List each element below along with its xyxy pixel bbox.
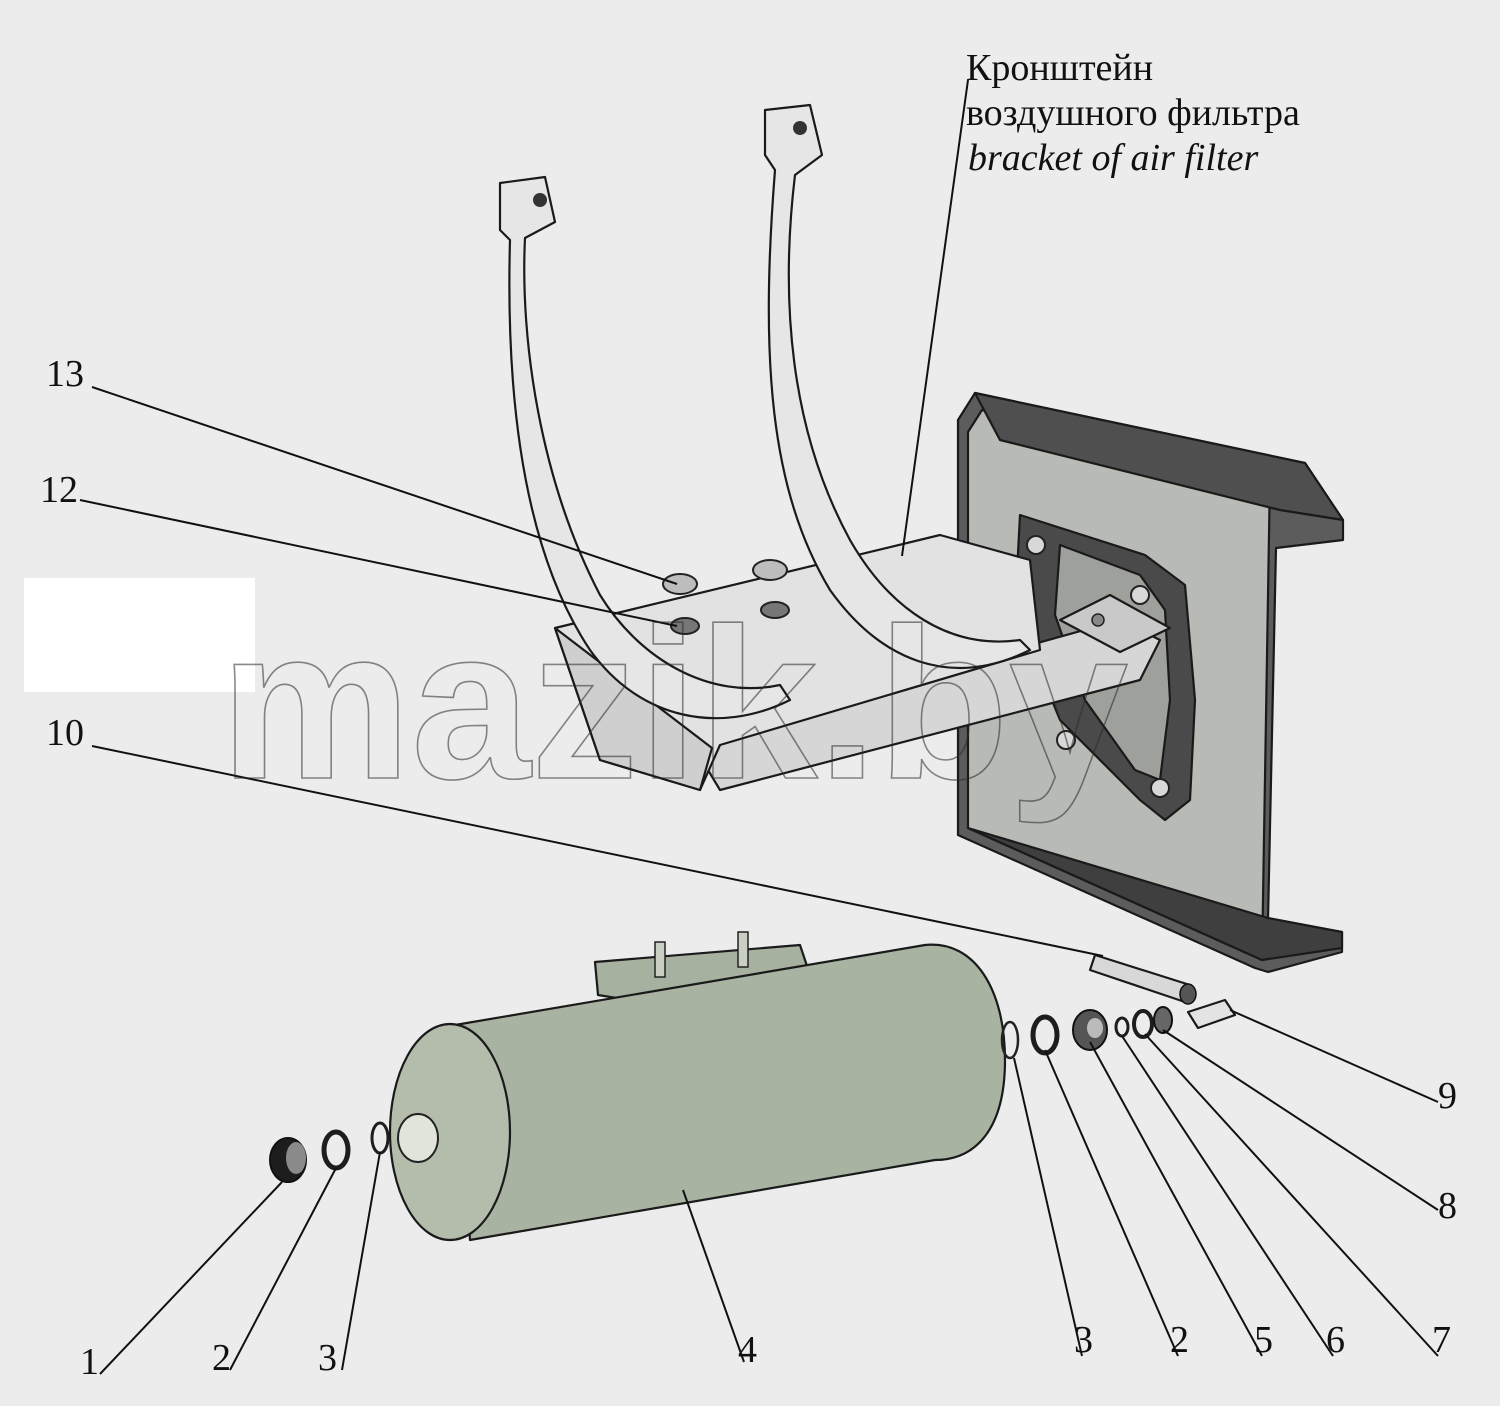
callout-2-left: 2 <box>212 1337 231 1379</box>
callout-3-left: 3 <box>318 1337 337 1379</box>
o-ring-small <box>1114 1016 1130 1038</box>
callout-7: 7 <box>1432 1319 1451 1361</box>
valve-body <box>1072 1009 1108 1051</box>
fitting-9 <box>1186 998 1237 1030</box>
callout-1: 1 <box>80 1341 99 1383</box>
callout-4: 4 <box>738 1329 757 1371</box>
washer-right <box>1030 1014 1060 1056</box>
caption-line3: bracket of air filter <box>968 137 1258 179</box>
pipe-10 <box>1088 953 1197 1005</box>
caption-line2: воздушного фильтра <box>966 92 1300 134</box>
o-ring-left <box>370 1121 390 1155</box>
callout-8: 8 <box>1438 1185 1457 1227</box>
callout-9: 9 <box>1438 1075 1457 1117</box>
air-tank <box>388 931 1020 1242</box>
callout-6: 6 <box>1326 1319 1345 1361</box>
callout-5: 5 <box>1254 1319 1273 1361</box>
strap-left <box>498 175 792 720</box>
base-bolts <box>662 559 790 635</box>
callout-10: 10 <box>46 712 84 754</box>
leader-lines <box>79 79 1439 1375</box>
callout-2-right: 2 <box>1170 1319 1189 1361</box>
nut-7 <box>1153 1006 1173 1034</box>
watermark: mazik.by <box>220 583 1128 824</box>
ring-6 <box>1132 1009 1154 1039</box>
caption-line1: Кронштейн <box>966 47 1153 89</box>
callout-13: 13 <box>46 353 84 395</box>
strap-right <box>763 103 1032 670</box>
plug <box>269 1137 307 1183</box>
bracket-arm <box>553 533 1172 792</box>
callout-3-right: 3 <box>1074 1319 1093 1361</box>
callout-12: 12 <box>40 469 78 511</box>
washer-left <box>321 1129 351 1171</box>
blank-patch <box>24 578 255 692</box>
